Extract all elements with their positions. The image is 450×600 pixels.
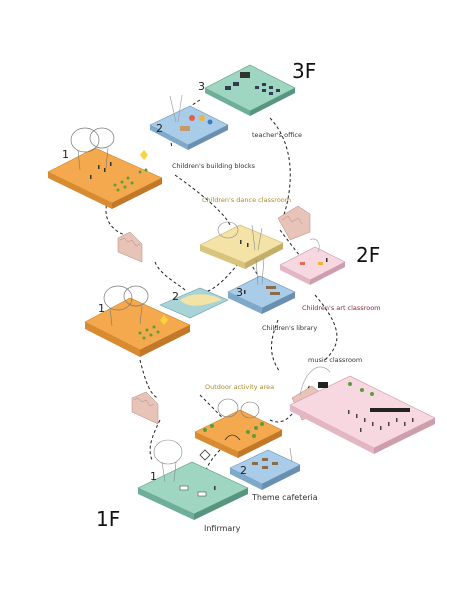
stair-3f-2f-right: [277, 205, 311, 241]
label-library: Children's library: [262, 324, 317, 332]
office-desks: [225, 72, 280, 95]
room-theme-cafeteria-side: [230, 468, 262, 490]
blocks-structure: [169, 94, 213, 131]
room-2f-play-area-side: [85, 322, 140, 357]
room-dance-classroom-side: [245, 243, 283, 269]
room-dance-classroom-side: [200, 245, 245, 269]
room-art-classroom: [279, 246, 346, 281]
floor-1f: music classroom Outdoor activity area 2 …: [96, 356, 436, 533]
3f-people: [90, 162, 112, 179]
zone-number-1f-b: 2: [240, 464, 247, 477]
label-teachers-office: teacher's office: [252, 131, 302, 139]
label-music-classroom: music classroom: [308, 356, 362, 364]
room-music-classroom-side: [374, 418, 435, 454]
outdoor-plants: [203, 422, 264, 438]
room-outdoor-activity-side: [238, 430, 282, 458]
floor-2f: Children's dance classroom Children's ar…: [84, 196, 381, 357]
room-infirmary-side: [138, 488, 194, 520]
zone-number-2f-b: 2: [172, 290, 179, 303]
room-infirmary-side: [194, 488, 248, 520]
terrace-path: [180, 294, 222, 306]
floor-label-3f: 3F: [292, 59, 316, 83]
path-3f-left-down: [105, 194, 126, 236]
room-art-classroom-side: [280, 265, 310, 285]
cafeteria-tables: [252, 447, 293, 469]
room-building-blocks-side: [150, 125, 188, 150]
path-3f-office-down: [269, 117, 291, 221]
label-building-blocks: Children's building blocks: [172, 162, 256, 170]
room-outdoor-activity: [194, 409, 283, 453]
floor-label-2f: 2F: [356, 243, 380, 267]
room-outdoor-activity-side: [195, 432, 238, 458]
room-building-blocks-side: [188, 125, 228, 150]
label-outdoor-activity: Outdoor activity area: [205, 383, 274, 391]
room-theme-cafeteria-side: [262, 465, 300, 490]
room-music-classroom-side: [290, 405, 374, 454]
art-structure: [300, 238, 328, 265]
3f-play-structure: [70, 127, 148, 171]
label-art-classroom: Children's art classroom: [302, 304, 381, 312]
room-teachers-office-side: [205, 88, 250, 116]
stair-3f-2f-left: [117, 231, 143, 263]
path-library-down: [271, 319, 281, 373]
zone-number-3f-b: 2: [156, 122, 163, 135]
room-3f-play-area-side: [112, 178, 162, 209]
music-structure: [299, 366, 414, 432]
zone-number-3f-a: 1: [62, 148, 69, 161]
path-dance-art: [279, 229, 309, 267]
dance-structure: [217, 221, 263, 251]
stair-2f-1f-left: [131, 391, 159, 425]
path-2f-stair-left: [154, 261, 186, 291]
path-art-music: [314, 294, 338, 361]
3f-plants: [113, 168, 148, 192]
room-library-side: [228, 292, 262, 314]
path-2f-left-down: [139, 359, 159, 399]
zone-number-2f-a: 1: [98, 302, 105, 315]
room-teachers-office-side: [250, 88, 295, 116]
room-teachers-office: [204, 64, 296, 112]
2f-plants: [138, 325, 160, 340]
outdoor-structure: [217, 398, 260, 441]
zone-number-3f-c: 3: [198, 80, 205, 93]
2f-play-structure: [103, 285, 168, 327]
room-art-classroom-side: [310, 262, 345, 285]
floor-3f: 3 2: [47, 59, 316, 209]
zone-number-2f-c: 3: [236, 286, 243, 299]
library-shelves: [244, 257, 280, 295]
label-theme-cafeteria: Theme cafeteria: [251, 493, 318, 502]
room-library-side: [262, 292, 295, 314]
label-dance-classroom: Children's dance classroom: [202, 196, 291, 204]
zone-number-1f-a: 1: [150, 470, 157, 483]
path-3f-to-dance: [174, 174, 231, 226]
path-1f-stair-down: [149, 419, 161, 461]
floor-label-1f: 1F: [96, 507, 120, 531]
label-infirmary: Infirmary: [204, 524, 241, 533]
circulation-paths: [105, 99, 338, 476]
infirmary-structure: [153, 439, 216, 497]
room-3f-play-area-side: [48, 172, 112, 209]
room-2f-play-area-side: [140, 325, 190, 357]
